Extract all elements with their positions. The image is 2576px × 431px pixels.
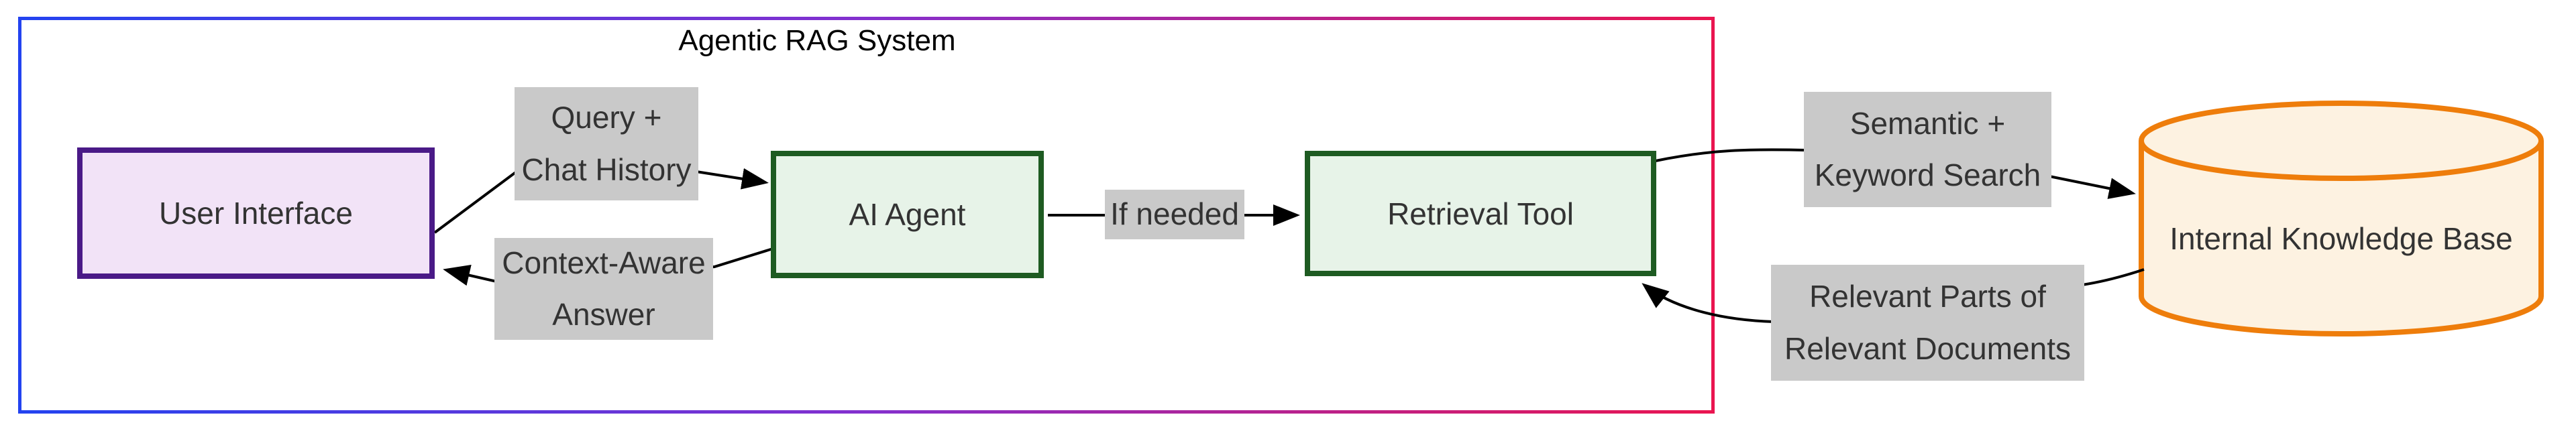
edge-label-if-needed: If needed (1105, 190, 1244, 239)
knowledge-base-cylinder-top (2139, 101, 2544, 181)
edge-label-semantic-keyword-search: Semantic + Keyword Search (1804, 92, 2051, 207)
node-ai-agent-label: AI Agent (849, 197, 966, 232)
node-ai-agent: AI Agent (771, 151, 1044, 278)
edge-label-context-aware-answer: Context-Aware Answer (494, 238, 713, 340)
node-internal-knowledge-base-label: Internal Knowledge Base (2169, 221, 2513, 256)
node-user-interface: User Interface (77, 147, 435, 279)
node-retrieval-tool: Retrieval Tool (1305, 151, 1656, 276)
edge-label-relevant-parts: Relevant Parts of Relevant Documents (1771, 265, 2084, 381)
node-retrieval-tool-label: Retrieval Tool (1387, 196, 1574, 231)
edge-label-query-chat-history: Query + Chat History (515, 87, 698, 200)
diagram-title: Agentic RAG System (678, 24, 956, 57)
node-user-interface-label: User Interface (159, 196, 353, 231)
